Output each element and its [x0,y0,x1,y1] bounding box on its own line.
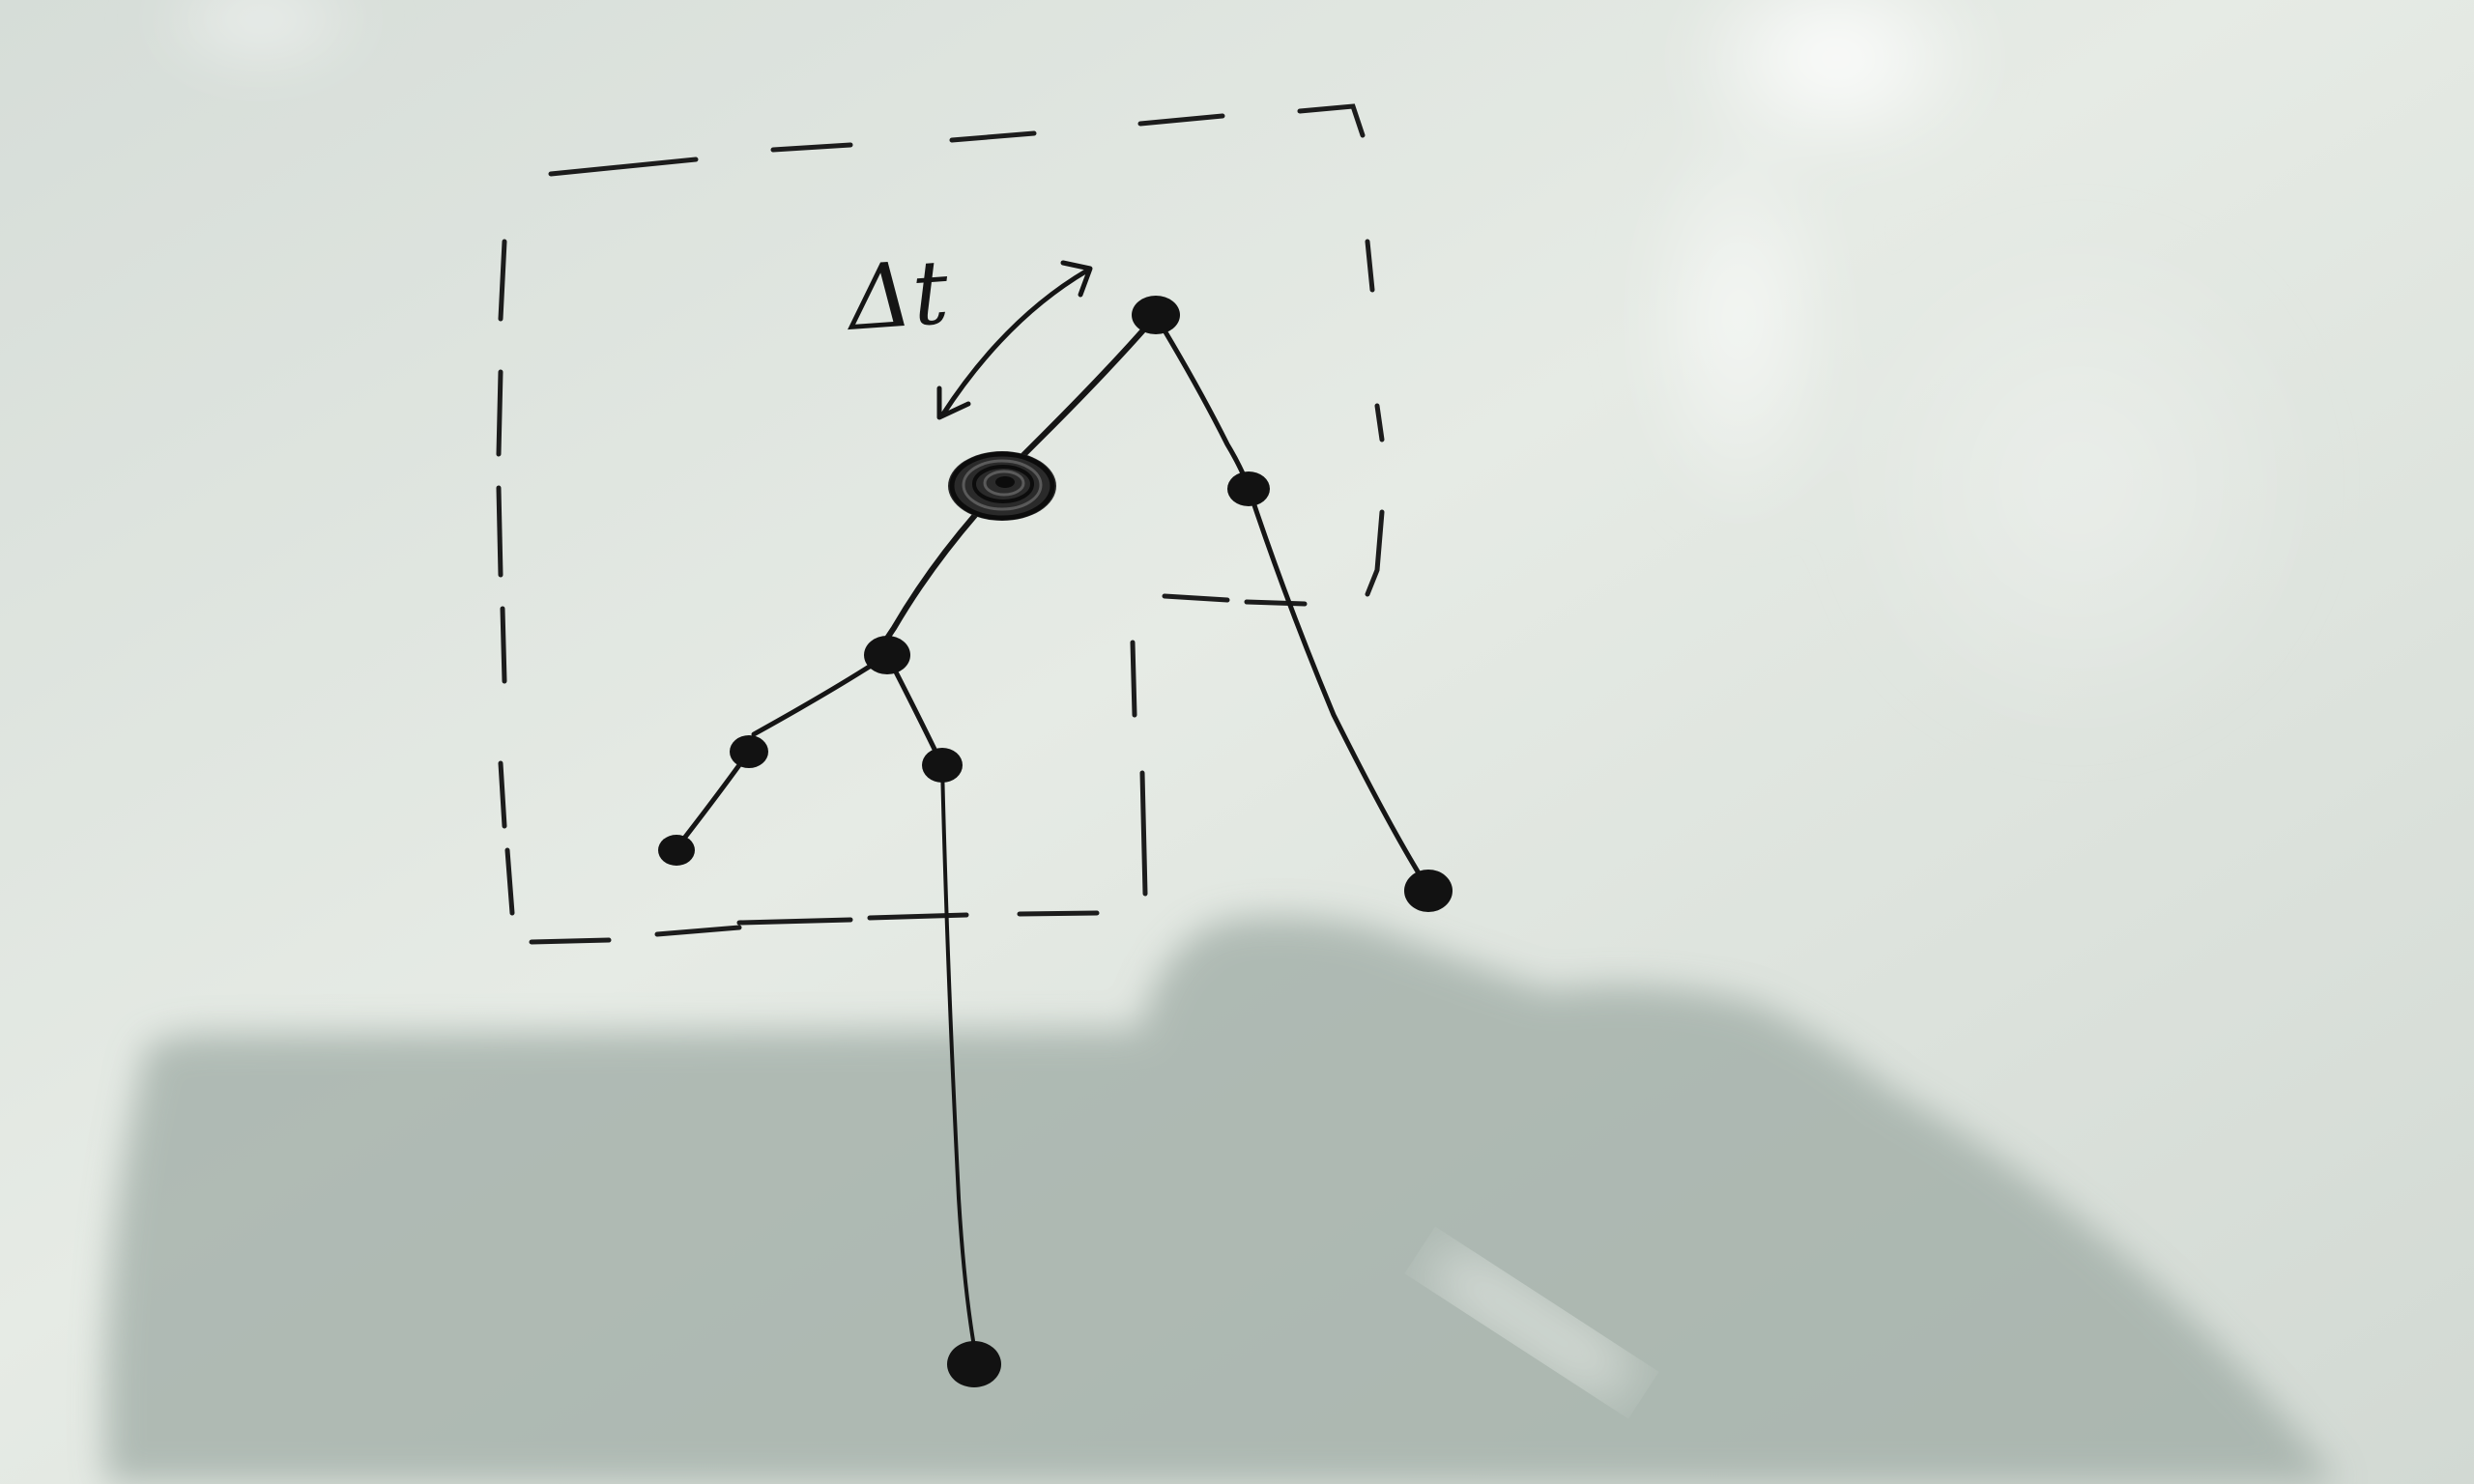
node-left-mid [730,735,768,768]
dashed-outer-box [496,103,1385,945]
light-glare [145,0,2329,754]
node-bottom-leaf [947,1341,1001,1387]
node-root [1132,296,1180,334]
tree-nodes [658,296,1453,1387]
highlighted-node [948,451,1056,521]
dashed-inner-region [1130,593,1308,897]
node-right-mid [1227,471,1270,506]
delta-t-label: Δt [842,241,953,351]
node-left-leaf [658,835,695,866]
tree-edges [674,313,1431,1359]
node-child [922,748,963,783]
delta-t-arrow [936,260,1093,420]
chalk-reflection [1433,1249,1630,1396]
hand-shadow [104,916,2340,1484]
node-right-leaf [1404,870,1453,912]
node-branch [864,636,910,674]
